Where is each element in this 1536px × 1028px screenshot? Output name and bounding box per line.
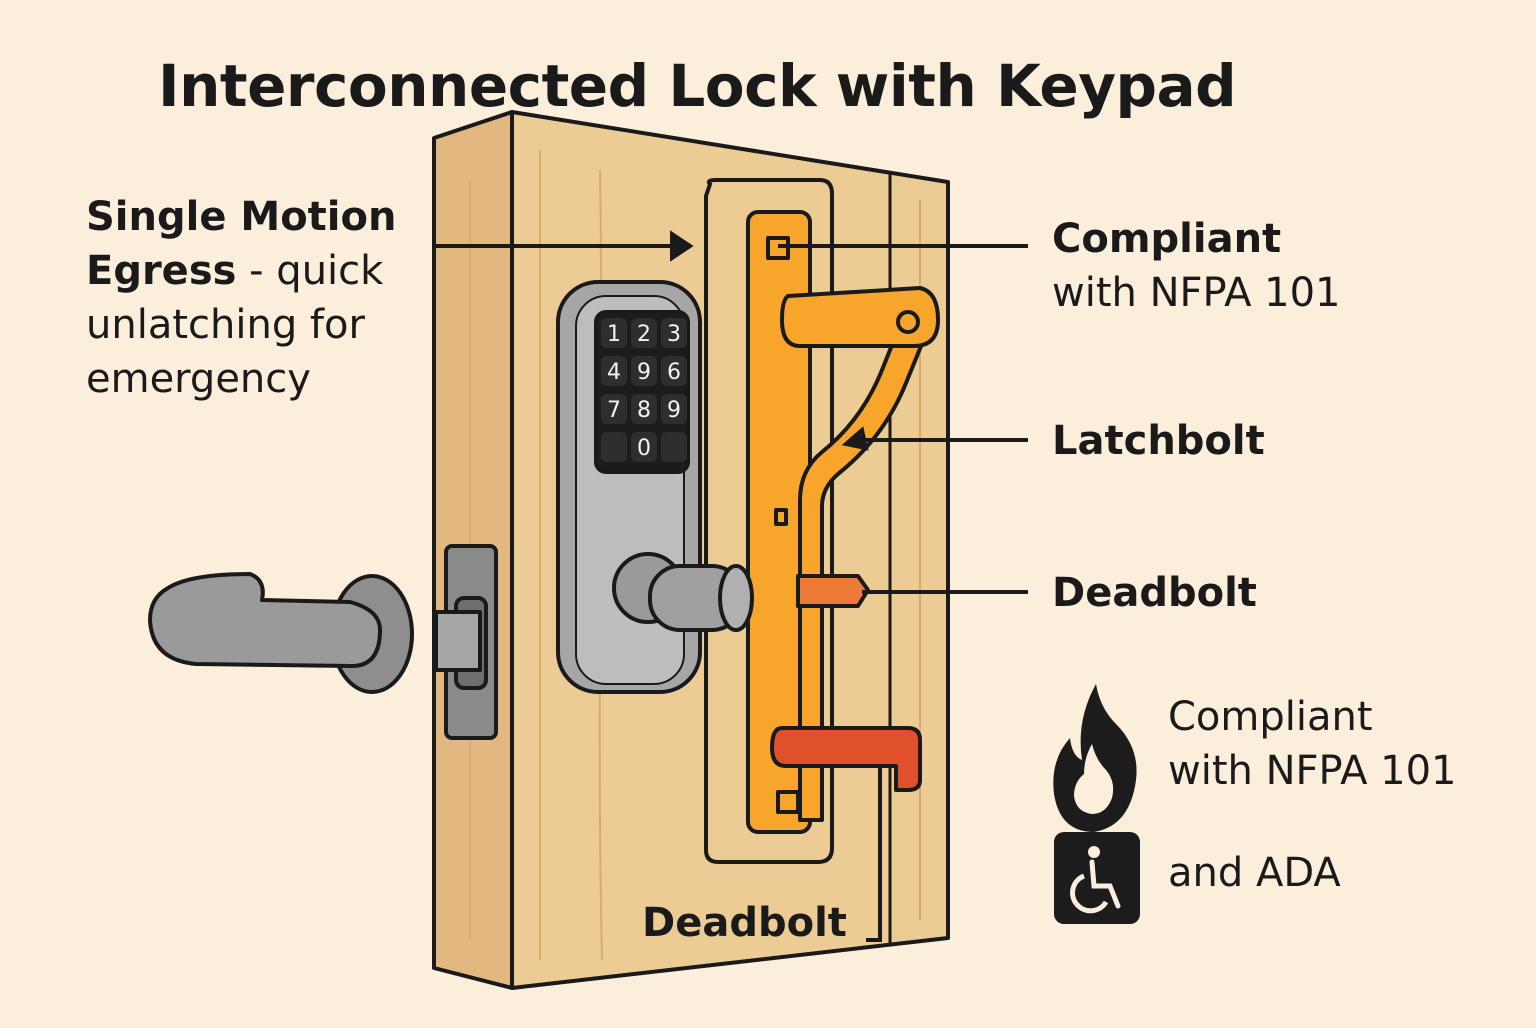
- mortise-latch-body: [746, 210, 940, 834]
- fire-compliance-text: Compliant with NFPA 101: [1168, 690, 1457, 798]
- egress-arrowhead: [670, 230, 694, 262]
- egress-desc-2: unlatching for: [86, 302, 365, 348]
- keypad-key-label: 1: [607, 322, 621, 347]
- keypad-key: [631, 318, 657, 348]
- keypad-key-label: 6: [667, 360, 681, 385]
- fire-icon: [1053, 684, 1137, 832]
- keypad-key: [601, 394, 627, 424]
- deadbolt-bottom-leader: [866, 768, 882, 942]
- fire-compliance-line-1: Compliant: [1168, 694, 1373, 740]
- egress-desc: - quick: [236, 248, 384, 294]
- keypad-key-label: 9: [637, 360, 651, 385]
- compliant-desc: with NFPA 101: [1052, 270, 1341, 316]
- keypad-key-label: 9: [667, 398, 681, 423]
- deadbolt-bottom-label: Deadbolt: [642, 900, 847, 946]
- latch-tongue: [434, 610, 482, 672]
- keypad-key-label: 7: [607, 398, 621, 423]
- keypad-key-label: 0: [637, 436, 651, 461]
- deadbolt-bar: [770, 726, 922, 792]
- latchbolt-label: Latchbolt: [1052, 418, 1265, 464]
- deadbolt-stub: [796, 574, 870, 608]
- keypad-key-label: 4: [607, 360, 621, 385]
- keypad-key: [661, 318, 687, 348]
- faceplate-outline: [704, 178, 834, 864]
- wheelchair-icon: [1054, 832, 1140, 924]
- latchbolt-arm: [780, 286, 940, 348]
- keypad-key: [631, 356, 657, 386]
- compliant-callout: Compliant with NFPA 101: [1052, 212, 1341, 320]
- keypad-key-label: 3: [667, 322, 681, 347]
- lever-arm: [148, 572, 382, 668]
- keypad-key-label: 8: [637, 398, 651, 423]
- egress-heading-2: Egress: [86, 248, 237, 294]
- knob-end: [718, 564, 754, 632]
- compliant-heading: Compliant: [1052, 216, 1282, 262]
- keypad-key: [631, 394, 657, 424]
- keypad-key: [601, 318, 627, 348]
- latch-slot-bottom: [776, 790, 800, 814]
- keypad-key: [661, 394, 687, 424]
- lever-handle: [148, 544, 498, 740]
- keypad-key: [631, 432, 657, 462]
- keypad-key: [601, 356, 627, 386]
- fire-compliance-line-2: with NFPA 101: [1168, 748, 1457, 794]
- egress-callout: Single Motion Egress - quick unlatching …: [86, 190, 396, 406]
- keypad-key: [601, 432, 627, 462]
- ada-text: and ADA: [1168, 850, 1341, 896]
- latchbolt-arrowhead: [841, 426, 869, 451]
- keypad-key: [661, 432, 687, 462]
- linkage-arm: [798, 328, 928, 822]
- leader-lines: [432, 230, 1028, 942]
- egress-desc-3: emergency: [86, 356, 311, 402]
- latch-slot-mid: [774, 508, 788, 526]
- keypad-key: [661, 356, 687, 386]
- keypad-key-label: 2: [637, 322, 651, 347]
- deadbolt-label: Deadbolt: [1052, 570, 1257, 616]
- egress-heading: Single Motion: [86, 194, 397, 240]
- diagram-title: Interconnected Lock with Keypad: [158, 52, 1237, 120]
- latchbolt-pivot: [896, 310, 920, 334]
